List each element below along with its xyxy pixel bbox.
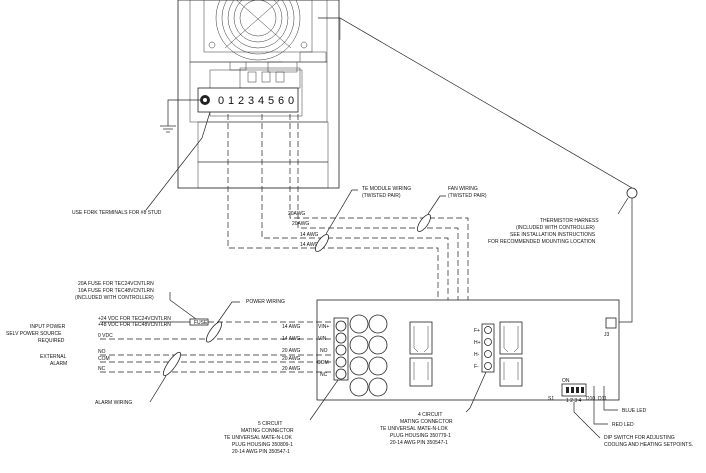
svg-text:TE UNIVERSAL MATE-N-LOK: TE UNIVERSAL MATE-N-LOK <box>224 435 292 441</box>
terminal-number: 0 <box>218 95 224 107</box>
terminal-number-list: 0 1 2 3 4 5 6 0 <box>218 95 294 107</box>
svg-text:(TWISTED PAIR): (TWISTED PAIR) <box>362 193 401 199</box>
terminal-number: 3 <box>248 95 254 107</box>
svg-text:ALARM: ALARM <box>50 361 67 367</box>
dip-switch-note: DIP SWITCH FOR ADJUSTING COOLING AND HEA… <box>604 435 693 448</box>
external-alarm-label: EXTERNAL ALARM <box>40 354 67 367</box>
j3-label: J3 <box>604 332 610 338</box>
fan-wiring-label: FAN WIRING (TWISTED PAIR) <box>448 186 487 199</box>
twisted-pair-mark <box>416 214 432 232</box>
svg-text:EXTERNAL: EXTERNAL <box>40 354 67 360</box>
d11-label: D11 <box>598 396 607 402</box>
fan-header-label: H+ <box>474 340 481 346</box>
terminal-label: NC <box>320 372 328 378</box>
alarm-line-labels: NO COM NC <box>98 349 110 372</box>
terminal-label: COM <box>317 360 329 366</box>
dip-on-label: ON <box>562 378 570 384</box>
awg-label: 14 AWG <box>300 232 319 238</box>
svg-text:MATING CONNECTOR: MATING CONNECTOR <box>400 419 453 425</box>
te-module-wiring-label: TE MODULE WIRING (TWISTED PAIR) <box>362 186 411 199</box>
terminal-label: VIN- <box>318 336 328 342</box>
fan-icon <box>203 0 313 61</box>
five-circuit-note: 5 CIRCUIT MATING CONNECTOR TE UNIVERSAL … <box>224 421 294 455</box>
awg-label: 20AWG <box>292 221 309 227</box>
awg-label: 14 AWG <box>282 336 301 342</box>
power-wiring-label: POWER WIRING <box>246 299 285 305</box>
terminal-label-list: VIN+ VIN- NO COM NC <box>317 324 329 378</box>
fan-header-label: F+ <box>474 328 480 334</box>
svg-text:20-14 AWG PIN 350547-1: 20-14 AWG PIN 350547-1 <box>232 449 290 455</box>
terminal-label: VIN+ <box>318 324 329 330</box>
svg-text:+24 VDC FOR TEC24VCNTLRN: +24 VDC FOR TEC24VCNTLRN <box>98 316 171 322</box>
blue-led-label: BLUE LED <box>622 408 647 414</box>
thermistor-note: THERMISTOR HARNESS (INCLUDED WITH CONTRO… <box>488 218 599 245</box>
awg-label: 20AWG <box>288 211 305 217</box>
fork-terminal-note: USE FORK TERMINALS FOR #8 STUD <box>72 210 162 216</box>
svg-text:THERMISTOR HARNESS: THERMISTOR HARNESS <box>540 218 599 224</box>
twisted-pair-mark <box>205 321 223 343</box>
svg-text:FOR RECOMMENDED MOUNTING LOCAT: FOR RECOMMENDED MOUNTING LOCATION <box>488 239 596 245</box>
svg-text:MATING CONNECTOR: MATING CONNECTOR <box>241 428 294 434</box>
svg-text:20A FUSE FOR TEC24VCNTLRN: 20A FUSE FOR TEC24VCNTLRN <box>78 281 154 287</box>
alarm-wiring-label: ALARM WIRING <box>95 400 132 406</box>
svg-text:20-14 AWG PIN 350547-1: 20-14 AWG PIN 350547-1 <box>390 440 448 446</box>
svg-text:5 CIRCUIT: 5 CIRCUIT <box>258 421 282 427</box>
svg-text:PLUG HOUSING 350779-1: PLUG HOUSING 350779-1 <box>390 433 451 439</box>
svg-text:(INCLUDED WITH CONTROLLER): (INCLUDED WITH CONTROLLER) <box>516 225 595 231</box>
svg-text:REQUIRED: REQUIRED <box>38 338 65 344</box>
svg-text:(INCLUDED WITH CONTROLLER): (INCLUDED WITH CONTROLLER) <box>75 295 154 301</box>
awg-label: 20 AWG <box>282 356 301 362</box>
svg-text:0 VDC: 0 VDC <box>98 333 113 339</box>
svg-text:4 CIRCUIT: 4 CIRCUIT <box>418 412 442 418</box>
svg-text:(TWISTED PAIR): (TWISTED PAIR) <box>448 193 487 199</box>
fan-header-label-list: F+ H+ H- F- <box>474 328 481 370</box>
terminal-label: NO <box>320 348 328 354</box>
twisted-pair-mark <box>162 351 182 377</box>
four-circuit-note: 4 CIRCUIT MATING CONNECTOR TE UNIVERSAL … <box>380 412 453 446</box>
red-led-label: RED LED <box>612 422 634 428</box>
svg-text:NC: NC <box>98 366 106 372</box>
s1-label: S1 <box>548 396 554 402</box>
dip-numbers: 1 2 3 4 <box>566 398 582 404</box>
svg-text:PLUG HOUSING 350809-1: PLUG HOUSING 350809-1 <box>232 442 293 448</box>
ground-icon <box>160 99 200 133</box>
fan-header-label: F- <box>474 364 479 370</box>
awg-label: 20 AWG <box>282 366 301 372</box>
terminal-number: 2 <box>238 95 244 107</box>
awg-label: 20 AWG <box>282 348 301 354</box>
voltage-label: +24 VDC FOR TEC24VCNTLRN +48 VDC FOR TEC… <box>98 316 171 339</box>
svg-text:DIP SWITCH FOR ADJUSTING: DIP SWITCH FOR ADJUSTING <box>604 435 675 441</box>
awg-label: 14 AWG <box>300 242 319 248</box>
input-power-label: INPUT POWER SELV POWER SOURCE REQUIRED <box>6 324 66 344</box>
fan-header-label: H- <box>474 352 480 358</box>
svg-text:SEE INSTALLATION INSTRUCTIONS: SEE INSTALLATION INSTRUCTIONS <box>510 232 596 238</box>
svg-text:SELV POWER SOURCE: SELV POWER SOURCE <box>6 331 62 337</box>
terminal-number: 0 <box>288 95 294 107</box>
svg-text:NO: NO <box>98 349 106 355</box>
svg-text:10A FUSE FOR TEC48VCNTLRN: 10A FUSE FOR TEC48VCNTLRN <box>78 288 154 294</box>
terminal-number: 5 <box>268 95 274 107</box>
svg-text:+48 VDC FOR TEC48VCNTLRN: +48 VDC FOR TEC48VCNTLRN <box>98 322 171 328</box>
terminal-number: 1 <box>228 95 234 107</box>
awg-label: 14 AWG <box>282 324 301 330</box>
svg-text:INPUT POWER: INPUT POWER <box>30 324 66 330</box>
twisted-pair-mark <box>314 234 330 252</box>
svg-text:TE UNIVERSAL MATE-N-LOK: TE UNIVERSAL MATE-N-LOK <box>380 426 448 432</box>
svg-text:COOLING AND HEATING SETPOINTS.: COOLING AND HEATING SETPOINTS. <box>604 442 693 448</box>
fuse-note: 20A FUSE FOR TEC24VCNTLRN 10A FUSE FOR T… <box>75 281 154 301</box>
svg-text:COM: COM <box>98 356 110 362</box>
terminal-number: 6 <box>278 95 284 107</box>
fuse-label: FUSE <box>194 320 208 326</box>
svg-text:FAN WIRING: FAN WIRING <box>448 186 478 192</box>
d10-label: D10 <box>586 396 595 402</box>
svg-text:TE MODULE WIRING: TE MODULE WIRING <box>362 186 411 192</box>
terminal-number: 4 <box>258 95 264 107</box>
controller-board <box>316 299 620 401</box>
tec-unit: 0 1 2 3 4 5 6 0 <box>177 0 340 189</box>
